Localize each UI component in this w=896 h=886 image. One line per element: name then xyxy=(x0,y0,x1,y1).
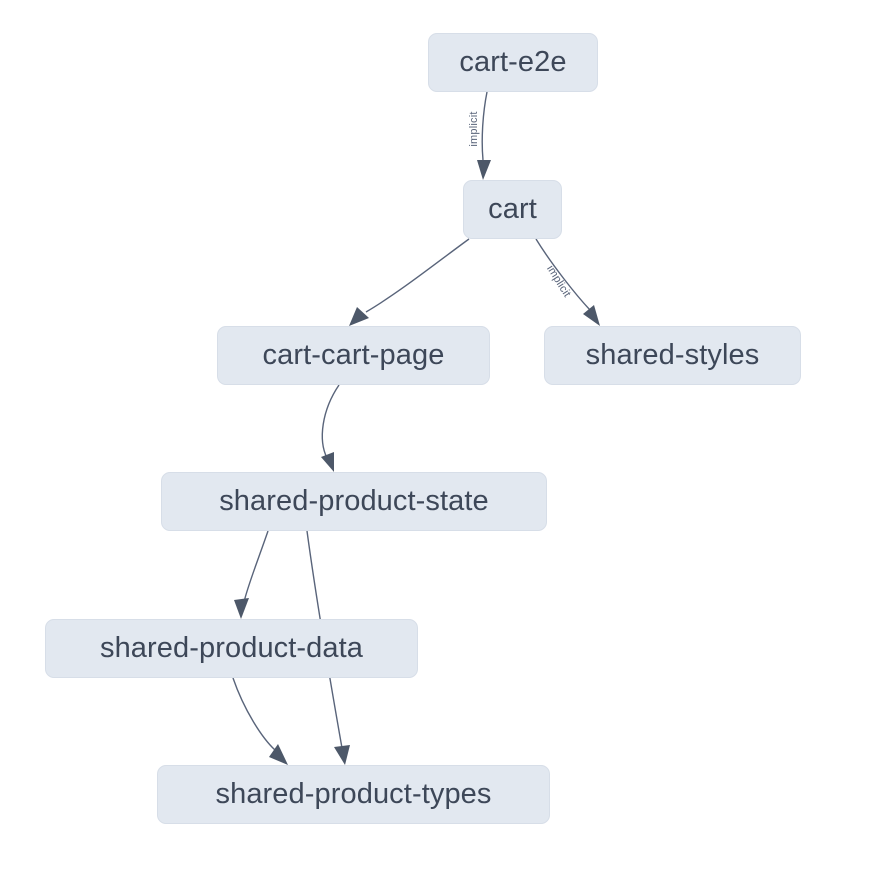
edge-path xyxy=(243,530,269,603)
node-cart[interactable]: cart xyxy=(463,180,562,239)
edge-path xyxy=(481,91,488,161)
arrowhead-icon xyxy=(583,305,600,326)
edge-cart-to-cart-cart-page xyxy=(349,238,470,326)
edge-path xyxy=(365,238,470,313)
edge-label-implicit: implicit xyxy=(468,111,480,146)
node-shared-product-types[interactable]: shared-product-types xyxy=(157,765,550,824)
node-label: shared-product-data xyxy=(99,632,364,664)
arrowhead-icon xyxy=(321,452,334,472)
arrowhead-icon xyxy=(234,598,249,619)
arrowhead-icon xyxy=(269,744,288,765)
edge-cart-cart-page-to-shared-product-state xyxy=(321,384,340,472)
node-label: shared-styles xyxy=(585,339,760,371)
node-label: cart xyxy=(488,193,537,225)
node-cart-cart-page[interactable]: cart-cart-page xyxy=(217,326,490,385)
node-label: cart-e2e xyxy=(459,46,567,78)
arrowhead-icon xyxy=(334,745,350,765)
node-label: cart-cart-page xyxy=(262,339,445,371)
edge-label-implicit: implicit xyxy=(544,263,573,299)
edge-path xyxy=(321,384,340,459)
arrowhead-icon xyxy=(349,307,369,326)
edge-cart-to-shared-styles: implicit xyxy=(535,238,600,326)
node-shared-styles[interactable]: shared-styles xyxy=(544,326,801,385)
node-shared-product-state[interactable]: shared-product-state xyxy=(161,472,547,531)
arrowhead-icon xyxy=(477,160,491,180)
node-label: shared-product-state xyxy=(219,485,489,517)
edge-shared-product-data-to-shared-product-types xyxy=(232,677,288,765)
edge-cart-e2e-to-cart: implicit xyxy=(468,91,491,180)
edge-path xyxy=(232,677,276,751)
node-label: shared-product-types xyxy=(215,778,492,810)
node-shared-product-data[interactable]: shared-product-data xyxy=(45,619,418,678)
edge-shared-product-state-to-shared-product-data xyxy=(234,530,269,619)
node-cart-e2e[interactable]: cart-e2e xyxy=(428,33,598,92)
edge-path xyxy=(535,238,591,311)
